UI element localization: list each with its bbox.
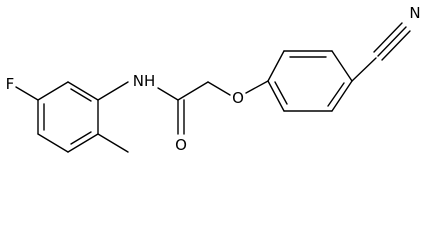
atom-label-amide-nh: NH bbox=[133, 72, 156, 90]
ring-b-bond-6 bbox=[267, 80, 285, 112]
ring-a-double-2 bbox=[70, 131, 92, 145]
ring-a-bond-5 bbox=[37, 133, 69, 153]
chemical-structure-diagram: F NH O O N bbox=[6, 4, 421, 154]
ring-a-bond-1 bbox=[37, 81, 69, 101]
c-f-bond bbox=[15, 86, 39, 101]
methyl-bond bbox=[97, 133, 129, 153]
o-aryl-bond bbox=[245, 80, 269, 94]
ring-b-bond-3 bbox=[331, 50, 353, 82]
ring-a-bond-2 bbox=[67, 81, 99, 101]
ch2-o-bond bbox=[207, 81, 231, 96]
ring-a-bond-4 bbox=[67, 133, 99, 153]
nitrile-triple-2 bbox=[373, 22, 403, 53]
atom-label-nitrile-nitrogen: N bbox=[409, 4, 420, 22]
c-cn-bond bbox=[351, 57, 377, 82]
nitrile-triple-3 bbox=[381, 30, 411, 61]
ring-b-bond-4 bbox=[331, 80, 353, 112]
atom-label-ether-oxygen: O bbox=[232, 89, 244, 107]
fluoro-methyl-phenyl-ring bbox=[37, 81, 99, 153]
ring-b-double-2 bbox=[327, 82, 345, 107]
carbonyl-ch2-bond bbox=[177, 81, 209, 101]
nitrile-triple-1 bbox=[377, 26, 407, 57]
atom-label-carbonyl-oxygen: O bbox=[175, 136, 187, 154]
cyanophenyl-ring bbox=[267, 50, 353, 112]
ring-b-bond-1 bbox=[267, 50, 285, 82]
c-n-bond bbox=[97, 81, 129, 101]
n-carbonyl-bond bbox=[157, 87, 179, 101]
ring-b-double-3 bbox=[274, 81, 288, 105]
atom-label-fluorine: F bbox=[6, 75, 15, 93]
ring-a-double-1 bbox=[70, 88, 92, 102]
